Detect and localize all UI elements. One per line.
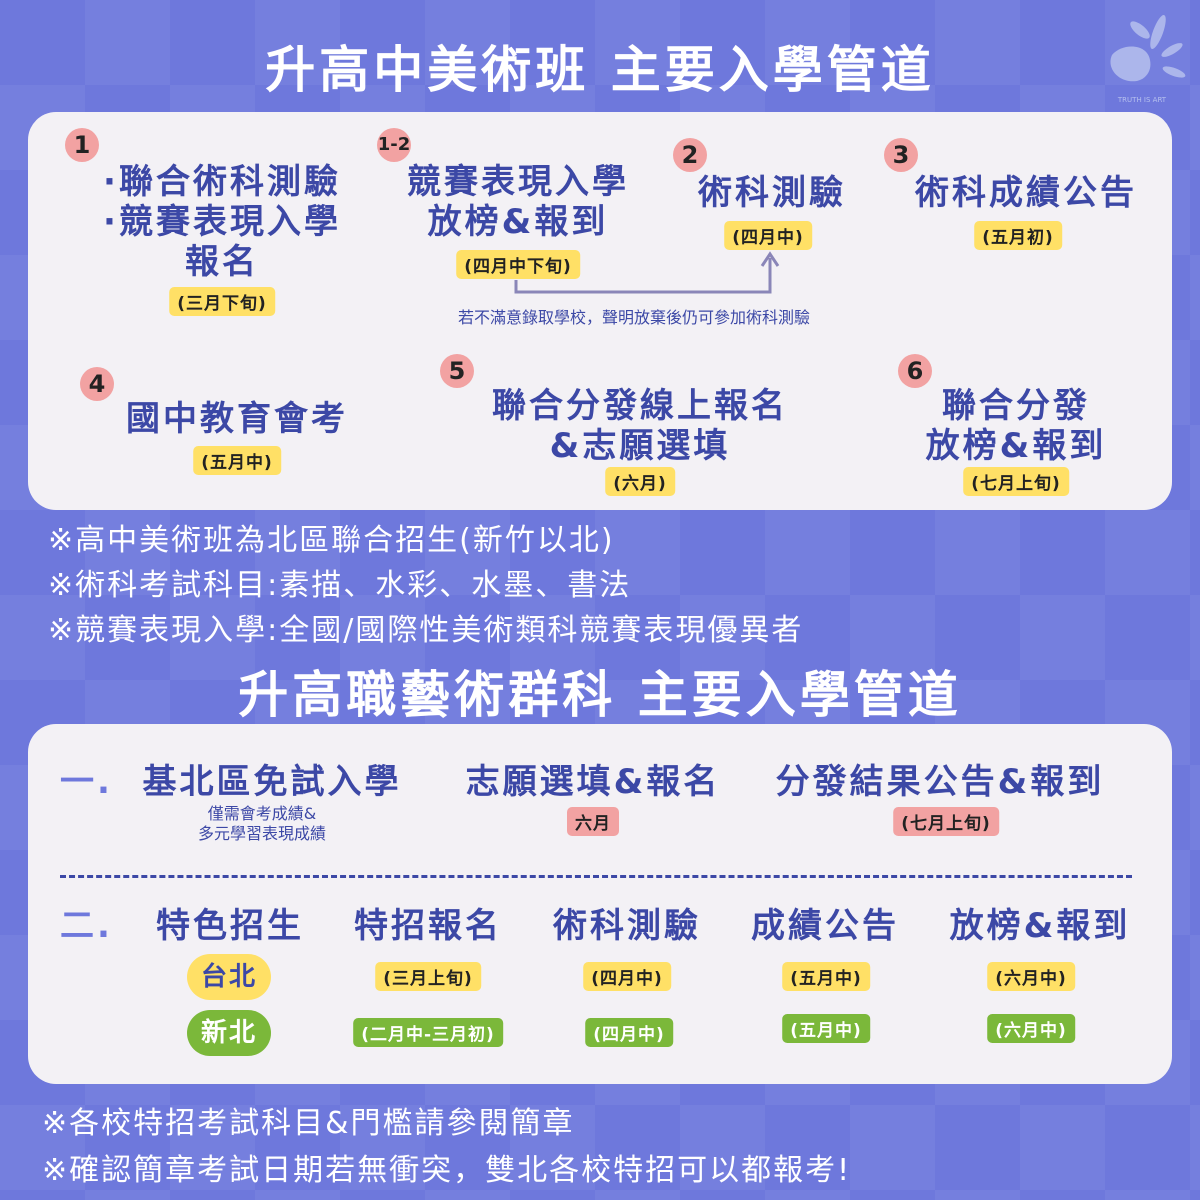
date-tag: (七月上旬)	[963, 467, 1069, 496]
svg-text:TRUTH IS ART: TRUTH IS ART	[1117, 96, 1167, 104]
date-tag: (四月中下旬)	[456, 250, 580, 279]
route-1-step-3: 分發結果公告&報到	[775, 762, 1105, 802]
date-tag: (四月中)	[583, 962, 671, 991]
route-1-name: 基北區免試入學	[142, 762, 402, 802]
date-tag: 六月	[567, 807, 619, 836]
city-badge-taipei: 台北	[187, 954, 271, 1000]
step-line: 報名	[184, 242, 259, 282]
step-number-badge: 4	[80, 367, 114, 401]
date-tag: (六月中)	[987, 962, 1075, 991]
step-line: 放榜&報到	[925, 426, 1107, 466]
subtitle-line: 僅需會考成績&	[207, 804, 317, 823]
step-number-badge: 6	[898, 354, 932, 388]
step-number-badge: 5	[440, 354, 474, 388]
step-line: 聯合分發	[942, 386, 1090, 426]
subtitle-line: 多元學習表現成績	[197, 824, 327, 843]
note: ※各校特招考試科目&門檻請參閱簡章	[42, 1106, 575, 1141]
note: ※高中美術班為北區聯合招生(新竹以北)	[48, 523, 615, 558]
step-1-2-label: 競賽表現入學 放榜&報到	[407, 162, 629, 242]
date-tag: (四月中)	[585, 1018, 673, 1047]
date-tag: (三月下旬)	[169, 287, 275, 316]
note: ※術科考試科目:素描、水彩、水墨、書法	[48, 568, 632, 603]
step-line: 競賽表現入學	[407, 162, 629, 202]
date-tag: (三月上旬)	[375, 962, 481, 991]
note: ※競賽表現入學:全國/國際性美術類科競賽表現優異者	[48, 613, 804, 648]
step-number-badge: 3	[884, 138, 918, 172]
step-number-badge: 2	[673, 138, 707, 172]
route-2-header: 術科測驗	[553, 906, 701, 946]
date-tag: (五月中)	[782, 962, 870, 991]
step-line: 聯合分發線上報名	[492, 386, 788, 426]
date-tag: (五月初)	[974, 221, 1062, 250]
route-2-marker: 二.	[60, 906, 113, 946]
arrow-note: 若不滿意錄取學校，聲明放棄後仍可參加術科測驗	[458, 308, 811, 327]
truth-is-art-logo: TRUTH IS ART	[1092, 10, 1192, 109]
step-1-label: ·聯合術科測驗 ·競賽表現入學 報名	[103, 162, 341, 282]
date-tag: (五月中)	[193, 446, 281, 475]
route-1-step-2: 志願選填&報名	[465, 762, 721, 802]
route-1-subtitle: 僅需會考成績& 多元學習表現成績	[198, 804, 326, 844]
step-3-label: 術科成績公告	[915, 173, 1137, 213]
step-5-label: 聯合分發線上報名 &志願選填	[492, 386, 788, 466]
route-1-marker: 一.	[60, 762, 113, 802]
date-tag: (二月中-三月初)	[353, 1018, 503, 1047]
date-tag: (六月中)	[987, 1014, 1075, 1043]
arrow-icon	[514, 251, 780, 294]
step-line: ·競賽表現入學	[103, 202, 341, 242]
divider	[60, 875, 1132, 878]
route-2-header: 特色招生	[156, 906, 304, 946]
section1-title: 升高中美術班 主要入學管道	[265, 41, 935, 99]
city-badge-new-taipei: 新北	[187, 1010, 271, 1056]
step-4-label: 國中教育會考	[126, 399, 348, 439]
section2-title: 升高職藝術群科 主要入學管道	[238, 666, 962, 724]
route-2-header: 成績公告	[751, 906, 899, 946]
step-6-label: 聯合分發 放榜&報到	[926, 386, 1107, 466]
date-tag: (七月上旬)	[893, 807, 999, 836]
step-2-label: 術科測驗	[698, 173, 846, 213]
date-tag: (四月中)	[724, 221, 812, 250]
step-number-badge: 1-2	[377, 128, 411, 162]
step-number-badge: 1	[65, 128, 99, 162]
route-2-header: 放榜&報到	[949, 906, 1131, 946]
note: ※確認簡章考試日期若無衝突，雙北各校特招可以都報考!	[42, 1153, 852, 1188]
date-tag: (五月中)	[782, 1014, 870, 1043]
step-line: ·聯合術科測驗	[103, 162, 341, 202]
step-line: &志願選填	[549, 426, 731, 466]
step-line: 放榜&報到	[427, 202, 609, 242]
date-tag: (六月)	[605, 467, 675, 496]
route-2-header: 特招報名	[354, 906, 502, 946]
